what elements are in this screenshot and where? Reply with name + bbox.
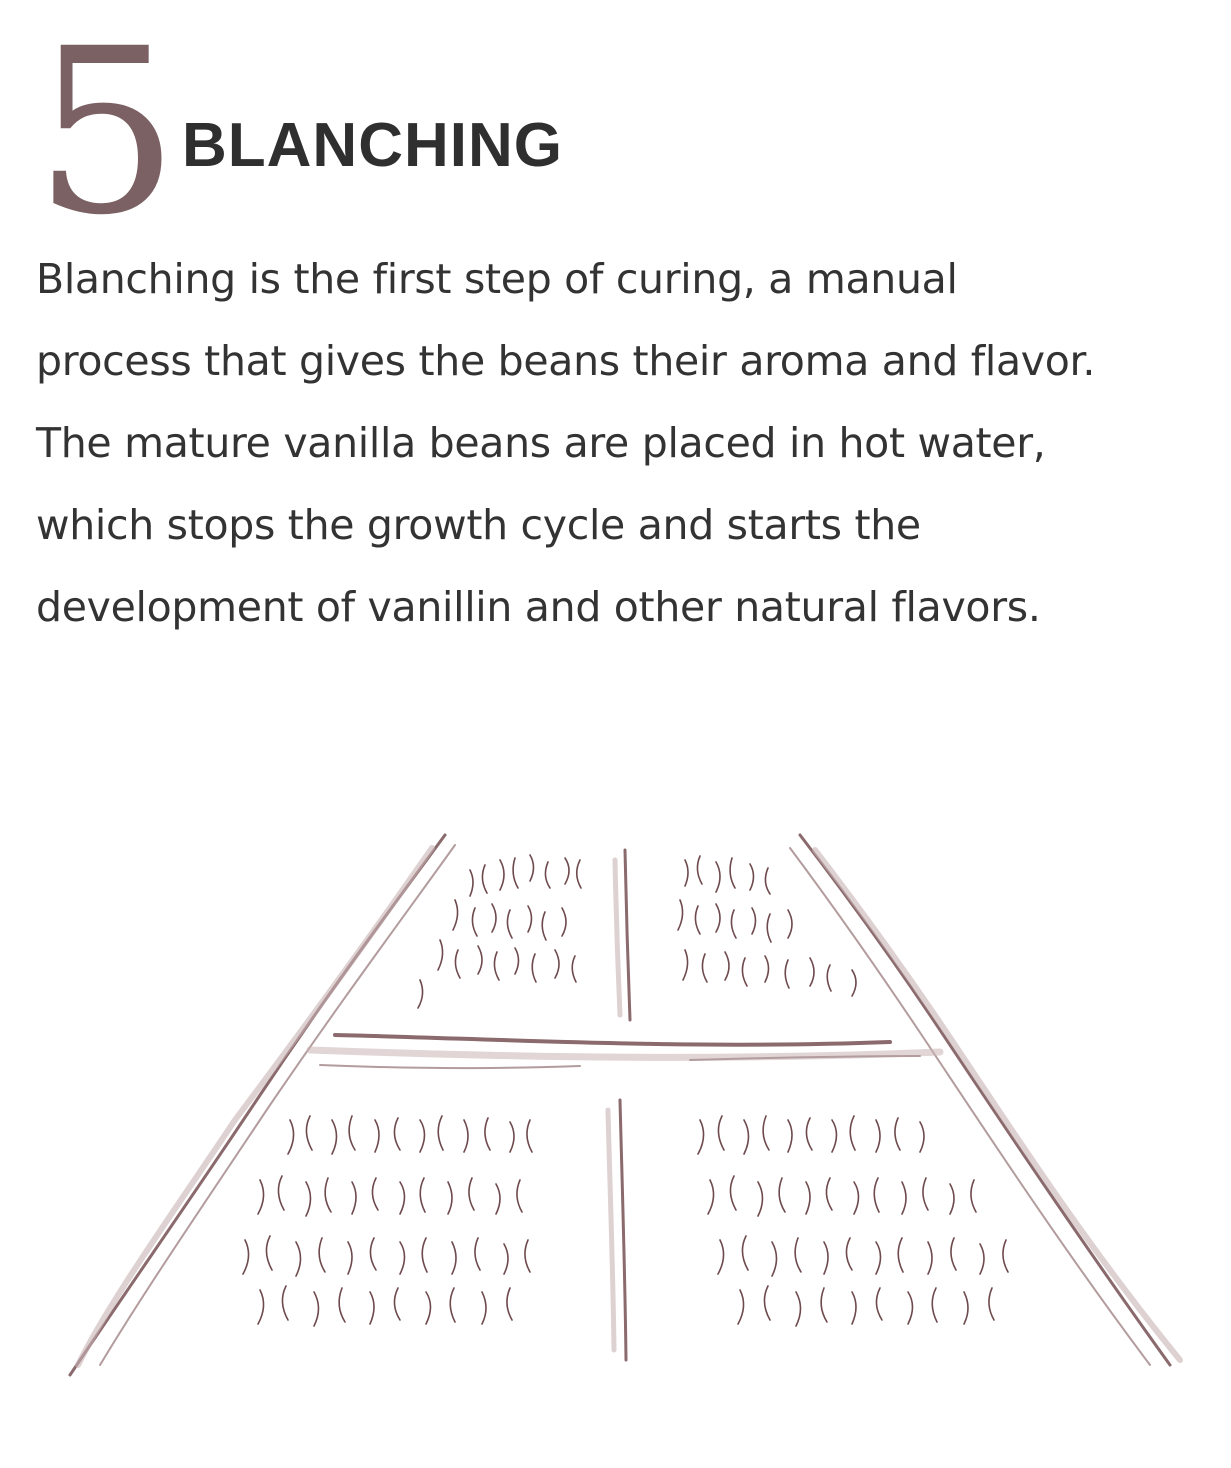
rack-crossbar-lower bbox=[319, 1064, 581, 1070]
rack-left-rail-inner bbox=[99, 844, 456, 1366]
rack-crossbar-shade bbox=[306, 1046, 944, 1061]
step-description: Blanching is the first step of curing, a… bbox=[36, 255, 1096, 631]
step-title: BLANCHING bbox=[182, 111, 563, 180]
rack-crossbar bbox=[333, 1033, 892, 1047]
vanilla-beans bbox=[242, 854, 1009, 1327]
vanilla-rack-illustration bbox=[68, 833, 1183, 1377]
step-number: 5 bbox=[34, 0, 179, 265]
rack-left-rail-shade bbox=[75, 845, 435, 1368]
rack-lower-divider bbox=[618, 1098, 628, 1362]
rack-right-rail-shade bbox=[812, 847, 1183, 1363]
rack-left-rail bbox=[68, 833, 447, 1377]
step-header: 5 BLANCHING bbox=[34, 18, 1134, 246]
rack-right-rail-inner bbox=[789, 847, 1151, 1366]
rack-crossbar-lower-right bbox=[689, 1055, 921, 1061]
rack-upper-divider-shade bbox=[612, 857, 623, 1018]
rack-upper-divider bbox=[623, 848, 632, 1022]
rack-lower-divider-shade bbox=[605, 1107, 617, 1353]
rack-right-rail bbox=[798, 833, 1172, 1367]
rack-frame bbox=[68, 833, 1183, 1377]
